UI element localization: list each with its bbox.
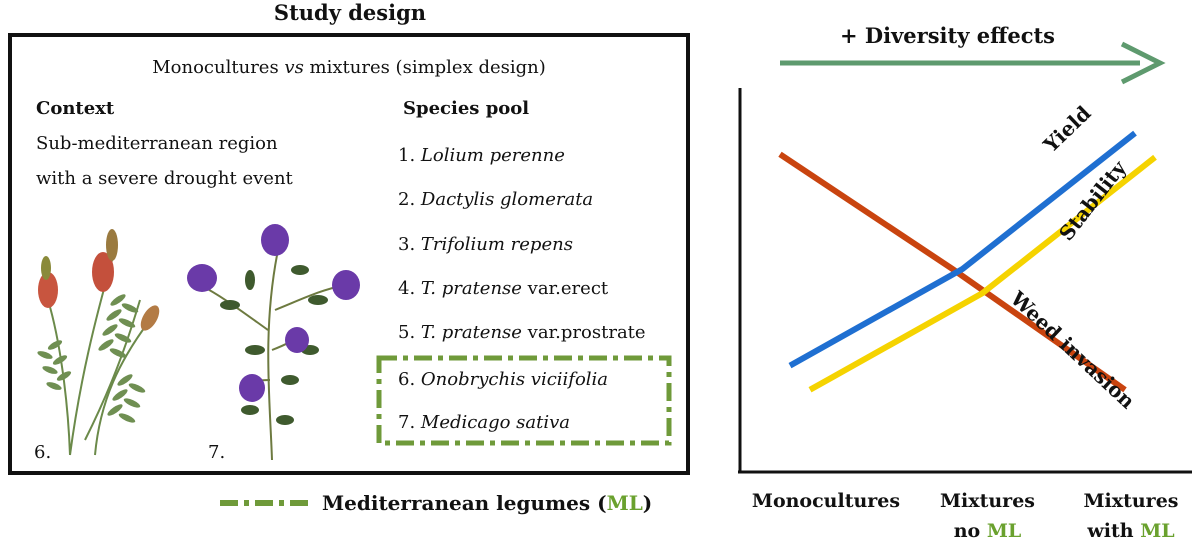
species-item: 2. Dactylis glomerata — [398, 189, 593, 210]
design-suffix: mixtures (simplex design) — [303, 57, 546, 78]
series-line-stability — [808, 154, 1157, 393]
species-num: 1. — [398, 145, 421, 166]
species-num: 6. — [398, 369, 421, 390]
mediterranean-legumes-box — [376, 355, 672, 446]
species-item: 3. Trifolium repens — [398, 234, 573, 255]
species-variety: var.prostrate — [521, 322, 646, 343]
species-name: Trifolium repens — [420, 234, 573, 255]
design-prefix: Monocultures — [152, 57, 285, 78]
species-num: 5. — [398, 322, 421, 343]
study-design-title: Study design — [273, 0, 427, 25]
x-label-monocultures: Monocultures — [736, 486, 916, 516]
species-name: Medicago sativa — [420, 412, 571, 433]
legend-label: Mediterranean legumes (ML) — [322, 491, 652, 515]
context-line-2: with a severe drought event — [36, 168, 293, 189]
species-name: Onobrychis viciifolia — [420, 369, 609, 390]
species-num: 7. — [398, 412, 421, 433]
x-label-prefix: with — [1087, 520, 1141, 542]
design-vs: vs — [284, 57, 304, 78]
species-item: 7. Medicago sativa — [398, 412, 570, 433]
diversity-effects-label: + Diversity effects — [840, 23, 1056, 48]
x-label-prefix: no — [953, 520, 987, 542]
study-design-box — [8, 33, 690, 475]
illustration-label-6: 6. — [34, 442, 52, 463]
species-num: 4. — [398, 278, 421, 299]
species-name: T. pratense — [420, 278, 522, 299]
context-title: Context — [36, 98, 115, 119]
series-line-weed-invasion — [778, 151, 1127, 393]
species-item: 6. Onobrychis viciifolia — [398, 369, 608, 390]
species-item: 5. T. pratense var.prostrate — [398, 322, 646, 343]
x-label-line2: no ML — [905, 516, 1070, 546]
x-label-line1: Mixtures — [1083, 490, 1179, 512]
species-name: Dactylis glomerata — [420, 189, 594, 210]
legend-ml: ML — [606, 491, 643, 515]
x-label-mixtures-no-ml: Mixtures no ML — [905, 486, 1070, 546]
series-label-yield: Yield — [1038, 101, 1096, 158]
species-pool-title: Species pool — [403, 98, 530, 119]
x-label-line1: Mixtures — [940, 490, 1035, 512]
x-label-mixtures-with-ml: Mixtures with ML — [1064, 486, 1198, 546]
species-name: T. pratense — [420, 322, 522, 343]
species-num: 3. — [398, 234, 421, 255]
illustration-label-7: 7. — [208, 442, 226, 463]
species-item: 1. Lolium perenne — [398, 145, 565, 166]
species-item: 4. T. pratense var.erect — [398, 278, 608, 299]
series-label-weed-invasion: Weed invasion — [1005, 286, 1140, 414]
x-label-line2: with ML — [1064, 516, 1198, 546]
legend-text: Mediterranean legumes ( — [322, 491, 607, 515]
species-name: Lolium perenne — [420, 145, 565, 166]
legend-close: ) — [642, 491, 653, 515]
x-label-ml: ML — [1140, 520, 1175, 542]
x-label-line1: Monocultures — [751, 490, 901, 512]
design-description: Monocultures vs mixtures (simplex design… — [12, 57, 686, 78]
species-num: 2. — [398, 189, 421, 210]
species-variety: var.erect — [521, 278, 609, 299]
x-label-ml: ML — [986, 520, 1022, 542]
series-line-yield — [788, 130, 1137, 369]
context-line-1: Sub-mediterranean region — [36, 133, 278, 154]
